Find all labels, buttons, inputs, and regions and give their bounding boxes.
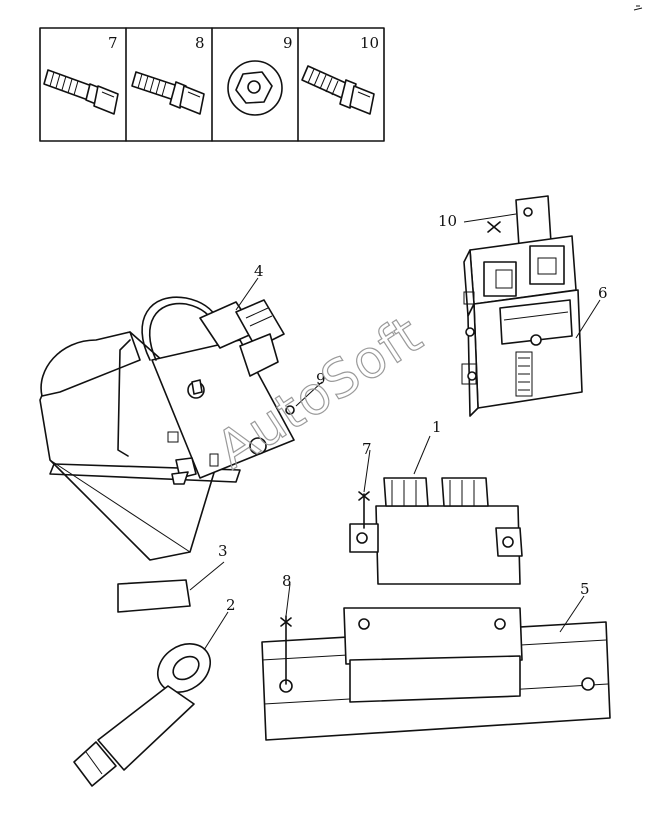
part-5-trim-panel	[261, 607, 611, 741]
callout-8: 8	[282, 572, 292, 590]
callout-4: 4	[254, 262, 264, 280]
part-4-motor-assembly	[39, 296, 295, 561]
callout-10: 10	[438, 212, 457, 230]
nut-9-icon	[227, 60, 283, 116]
inset-label-7: 7	[108, 34, 118, 52]
part-2-switch	[73, 643, 211, 787]
part-6-connector-block	[461, 195, 583, 417]
fastener-inset-table: 7 8 9 10	[39, 27, 385, 142]
inset-label-9: 9	[283, 34, 293, 52]
callout-1: 1	[432, 418, 442, 436]
callout-5: 5	[580, 580, 590, 598]
callout-6: 6	[598, 284, 608, 302]
part-3-key-tag	[117, 579, 191, 613]
callout-7: 7	[362, 440, 372, 458]
part-1-module	[349, 477, 523, 585]
bolt-10-icon	[301, 65, 375, 115]
callout-labels: 1 2 3 4 5 6 7 8 9 10	[218, 212, 608, 614]
bolt-7-icon	[43, 69, 119, 115]
inset-label-8: 8	[195, 34, 205, 52]
screw-markers	[280, 221, 501, 685]
bolt-8-icon	[131, 71, 205, 115]
callout-2: 2	[226, 596, 236, 614]
inset-label-10: 10	[360, 34, 379, 52]
corner-mark-icon	[633, 5, 643, 11]
callout-3: 3	[218, 542, 228, 560]
leader-lines	[189, 213, 601, 651]
callout-9: 9	[316, 370, 326, 388]
